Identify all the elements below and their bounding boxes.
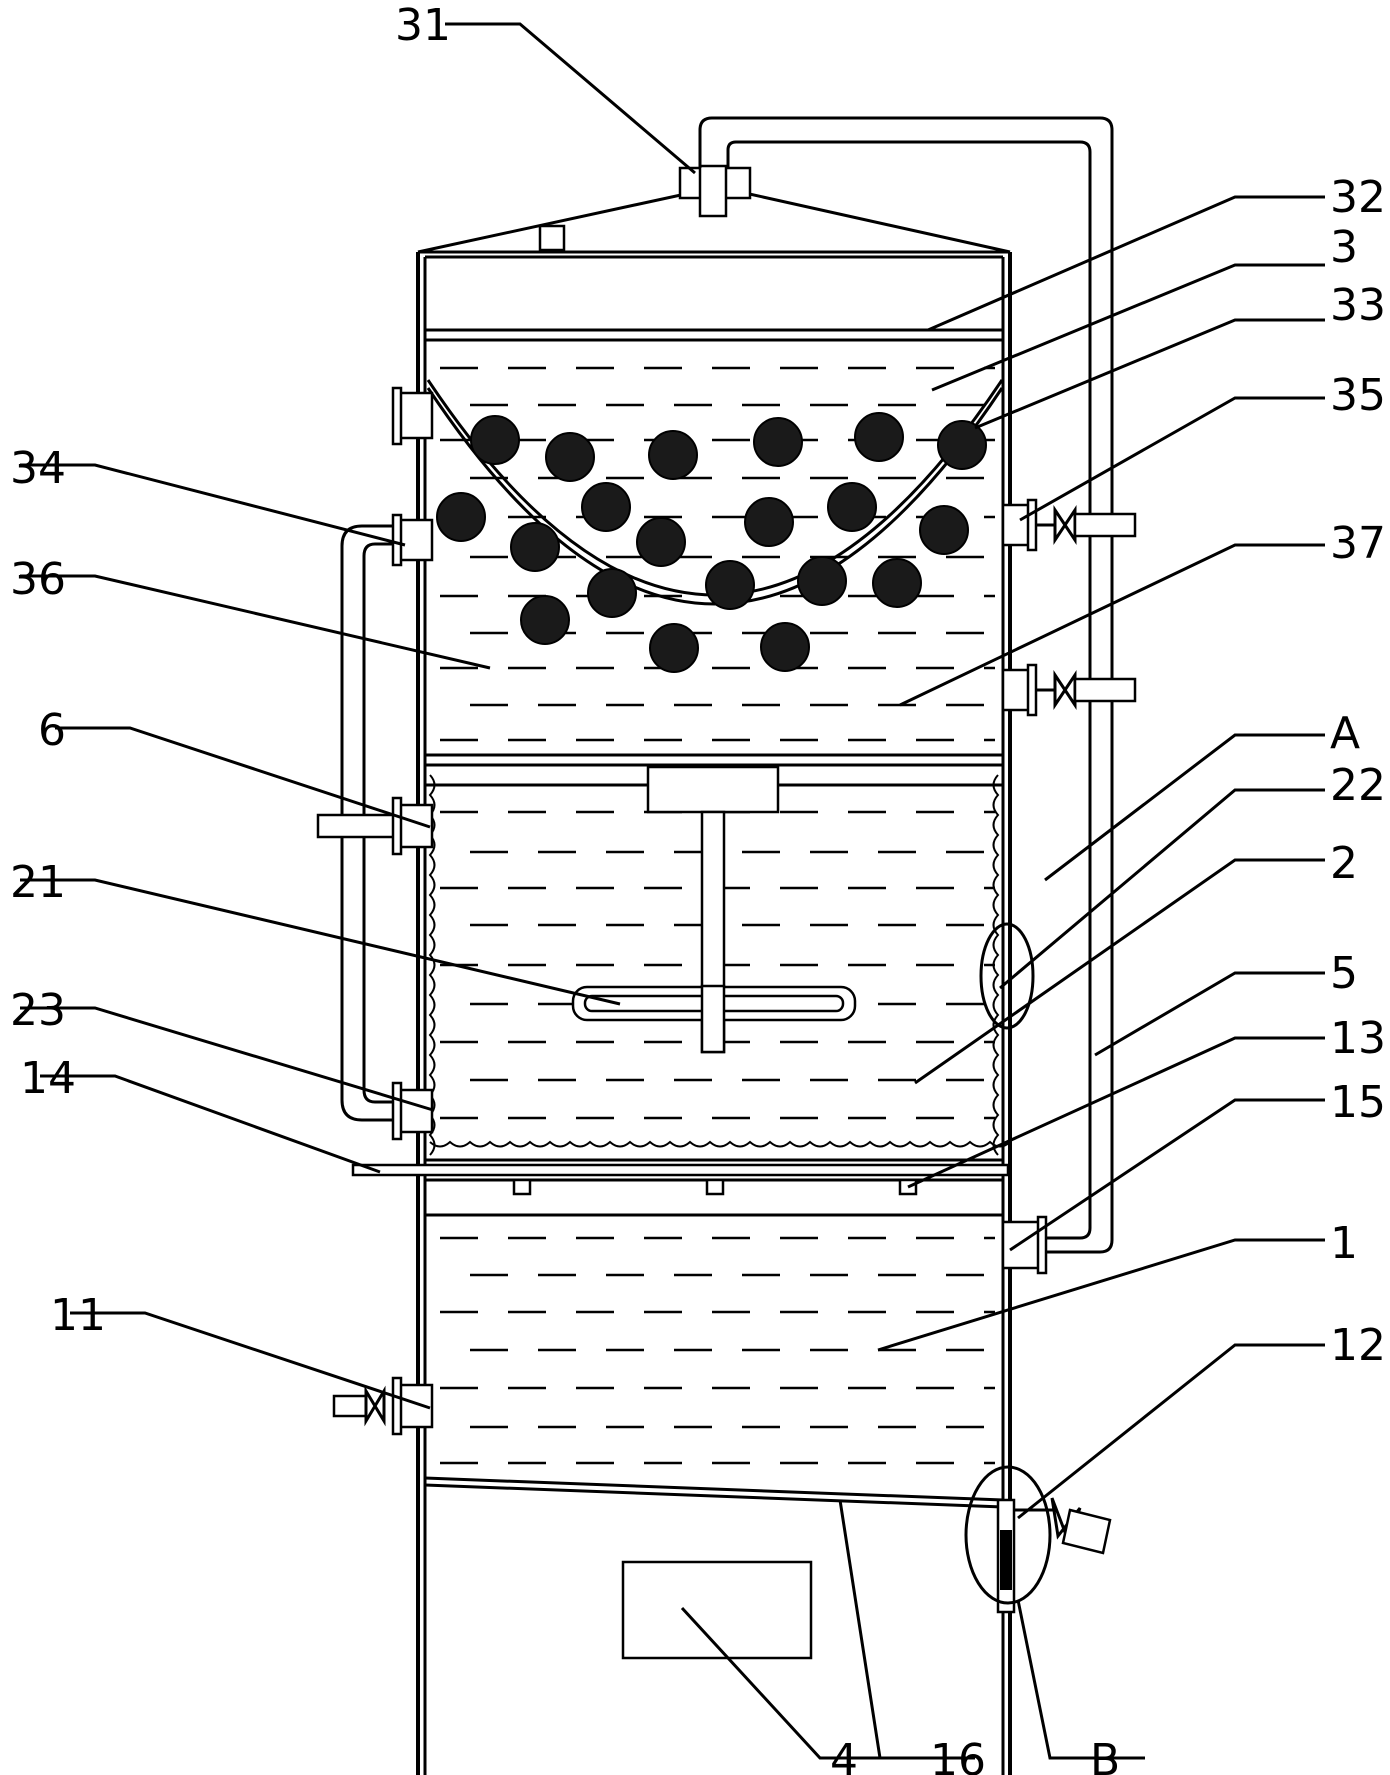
section-2-tank: [425, 765, 1011, 1156]
label-B: B: [1090, 1735, 1120, 1775]
label-11: 11: [50, 1290, 106, 1341]
label-5: 5: [1330, 948, 1358, 999]
label-4: 4: [830, 1735, 858, 1775]
label-37: 37: [1330, 518, 1386, 569]
top-outlet-31: [678, 164, 752, 218]
leader-lines: [20, 22, 1325, 1760]
nozzle-23: [391, 1081, 434, 1141]
packing-balls-33: [436, 412, 987, 673]
label-16: 16: [930, 1735, 986, 1775]
separator-plate-14: [351, 1158, 1010, 1196]
label-36: 36: [10, 554, 66, 605]
label-1: 1: [1330, 1218, 1358, 1269]
label-A: A: [1330, 708, 1360, 759]
label-15: 15: [1330, 1077, 1386, 1128]
label-31: 31: [395, 0, 451, 51]
label-12: 12: [1330, 1320, 1386, 1371]
right-nozzle-lower: [1001, 663, 1137, 717]
section-1-tank: [424, 1213, 1004, 1660]
label-34: 34: [10, 443, 66, 494]
label-23: 23: [10, 985, 66, 1036]
label-3: 3: [1330, 222, 1358, 273]
label-21: 21: [10, 857, 66, 908]
label-2: 2: [1330, 838, 1358, 889]
right-nozzle-35: [1001, 498, 1137, 552]
label-22: 22: [1330, 760, 1386, 811]
left-nozzle-34: [391, 513, 434, 567]
nozzle-11: [332, 1376, 434, 1436]
label-13: 13: [1330, 1013, 1386, 1064]
label-35: 35: [1330, 370, 1386, 421]
reference-labels: 31 32 3 33 35 34 36 37 6 A 22 21 2 5 23 …: [10, 0, 1386, 1775]
label-33: 33: [1330, 280, 1386, 331]
label-32: 32: [1330, 172, 1386, 223]
return-pipe-5: [698, 116, 1114, 1254]
label-14: 14: [20, 1053, 76, 1104]
vent-nozzle: [538, 224, 566, 252]
nozzle-6: [316, 796, 434, 856]
detail-B-ellipse: [964, 1465, 1052, 1605]
nozzle-15: [1001, 1215, 1048, 1275]
detail-A-ellipse: [979, 922, 1035, 1030]
drain-12: [996, 1497, 1112, 1614]
section-3-packing: [425, 328, 1004, 767]
label-6: 6: [38, 705, 66, 756]
left-nozzle-top: [391, 386, 434, 446]
